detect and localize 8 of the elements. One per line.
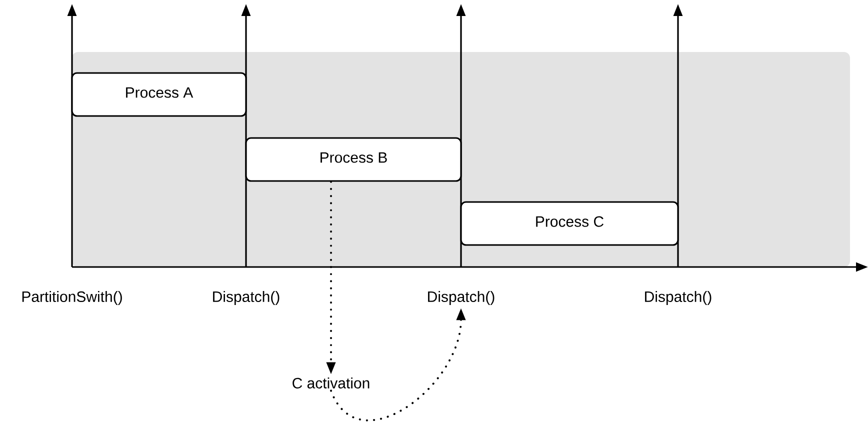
event-text: C activation <box>292 377 370 388</box>
process-box: Process A <box>71 72 247 117</box>
event-label: Dispatch() <box>213 291 280 305</box>
event-label: Dispatch() <box>428 291 494 305</box>
event-label: Dispatch() <box>645 291 712 305</box>
process-box: Process C <box>460 201 679 246</box>
event-label: PartitionSwith() <box>22 291 122 305</box>
process-box: Process B <box>245 137 462 182</box>
